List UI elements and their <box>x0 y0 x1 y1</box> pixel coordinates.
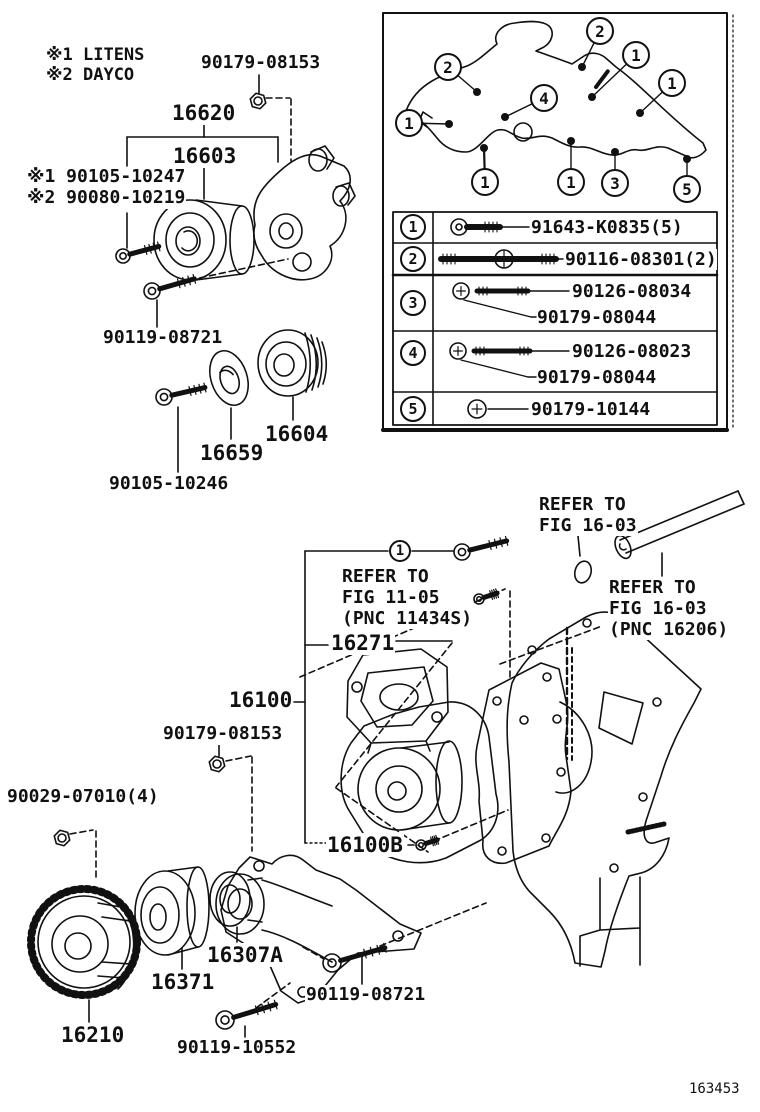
callout-engine-1: 1 <box>658 69 686 97</box>
nut-icon <box>249 92 267 110</box>
part-label-pn-16659: 16659 <box>199 441 265 466</box>
part-label-pn-16271: 16271 <box>330 631 396 656</box>
part-label-pn-16603: 16603 <box>172 144 238 169</box>
pump-hub-16307a <box>209 871 263 927</box>
table-row-icons-nut <box>467 399 529 419</box>
callout-table-3: 3 <box>400 290 426 316</box>
callout-table-1: 1 <box>400 214 426 240</box>
fan-pulley-16371 <box>134 866 210 956</box>
callout-main-1: 1 <box>389 540 411 562</box>
small-parts <box>209 329 328 407</box>
callout-table-5: 5 <box>400 396 426 422</box>
callout-engine-1: 1 <box>557 168 585 196</box>
bolt-icon <box>215 999 279 1030</box>
parts-table-grid <box>391 211 719 426</box>
table-part-number-row4-1: 90126-08023 <box>572 341 692 362</box>
callout-engine-4: 4 <box>530 84 558 112</box>
timing-cover <box>506 490 745 968</box>
stud-icon <box>474 286 531 296</box>
part-label-pn-16210: 16210 <box>60 1023 126 1048</box>
callout-engine-5: 5 <box>673 175 701 203</box>
leader-lines <box>88 74 663 1038</box>
part-label-pn-16100b: 16100B <box>326 833 404 858</box>
part-label-pn-16100: 16100 <box>228 688 294 713</box>
part-label-refer-fig16-03-right: REFER TO FIG 16-03 (PNC 16206) <box>608 577 730 640</box>
bolt-icon <box>473 588 500 605</box>
part-label-pn-16620: 16620 <box>171 101 237 126</box>
inset-frame <box>381 12 734 432</box>
tensioner-assembly <box>153 145 356 281</box>
table-row-icons-nut-stud <box>452 282 570 318</box>
part-label-pn-90029-07010: 90029-07010(4) <box>6 786 160 808</box>
part-label-pn-90080-10219: ※2 90080-10219 <box>26 187 187 209</box>
nut-icon <box>467 399 487 419</box>
part-label-pn-16307a: 16307A <box>206 943 284 968</box>
part-label-pn-90119-08721-bottom: 90119-08721 <box>305 984 427 1006</box>
callout-table-4: 4 <box>400 340 426 366</box>
part-label-pn-90179-08153-top: 90179-08153 <box>200 52 322 74</box>
table-fastener-icons <box>438 218 570 419</box>
part-label-refer-fig16-03-top: REFER TO FIG 16-03 <box>538 494 638 536</box>
bolt-icon <box>143 273 197 300</box>
nut-icon <box>449 342 467 360</box>
nut-icon <box>208 755 226 773</box>
part-label-note-litens: ※1 LITENS <box>45 45 146 66</box>
bolt-icon <box>453 535 510 561</box>
table-part-number-row3-1: 90126-08034 <box>572 281 692 302</box>
stud-icon <box>438 249 559 269</box>
lower-pump-casting <box>215 854 422 1004</box>
part-label-note-dayco: ※2 DAYCO <box>45 65 136 86</box>
callout-engine-2: 2 <box>434 53 462 81</box>
bolt-icon <box>155 382 208 406</box>
table-part-number-row2-1: 90116-08301(2) <box>565 249 717 270</box>
part-label-pn-16604: 16604 <box>264 422 330 447</box>
fan-clutch-16210 <box>27 885 141 999</box>
part-label-figure-number: 163453 <box>689 1081 740 1097</box>
part-label-pn-90105-10246: 90105-10246 <box>108 473 230 495</box>
stud-icon <box>471 346 533 356</box>
table-part-number-row1-1: 91643-K0835(5) <box>531 217 683 238</box>
part-label-refer-fig11-05: REFER TO FIG 11-05 (PNC 11434S) <box>341 566 474 629</box>
callout-engine-1: 1 <box>622 41 650 69</box>
callout-engine-2: 2 <box>586 17 614 45</box>
table-part-number-row5-1: 90179-10144 <box>531 399 651 420</box>
table-row-icons-nut-stud <box>449 342 570 378</box>
part-label-pn-90119-08721-top: 90119-08721 <box>102 327 224 349</box>
callout-engine-1: 1 <box>395 109 423 137</box>
nut-icon <box>53 829 71 847</box>
callout-engine-1: 1 <box>471 168 499 196</box>
callout-table-2: 2 <box>400 246 426 272</box>
bolt-icon <box>115 241 162 264</box>
part-label-pn-90179-08153-mid: 90179-08153 <box>162 723 284 745</box>
part-label-pn-90119-10552: 90119-10552 <box>176 1037 298 1059</box>
table-row-icons-stud <box>438 249 564 269</box>
bolt-icon <box>415 834 440 851</box>
table-part-number-row3-2: 90179-08044 <box>537 307 657 328</box>
table-row-icons-flange-bolt <box>450 218 530 236</box>
part-label-pn-16371: 16371 <box>150 970 216 995</box>
bolt-icon <box>322 942 388 973</box>
nut-icon <box>452 282 470 300</box>
callout-engine-3: 3 <box>601 169 629 197</box>
fastener-icons <box>53 92 510 1030</box>
dashed-lines <box>69 97 603 1009</box>
table-part-number-row4-2: 90179-08044 <box>537 367 657 388</box>
part-label-pn-90105-10247: ※1 90105-10247 <box>26 166 187 188</box>
